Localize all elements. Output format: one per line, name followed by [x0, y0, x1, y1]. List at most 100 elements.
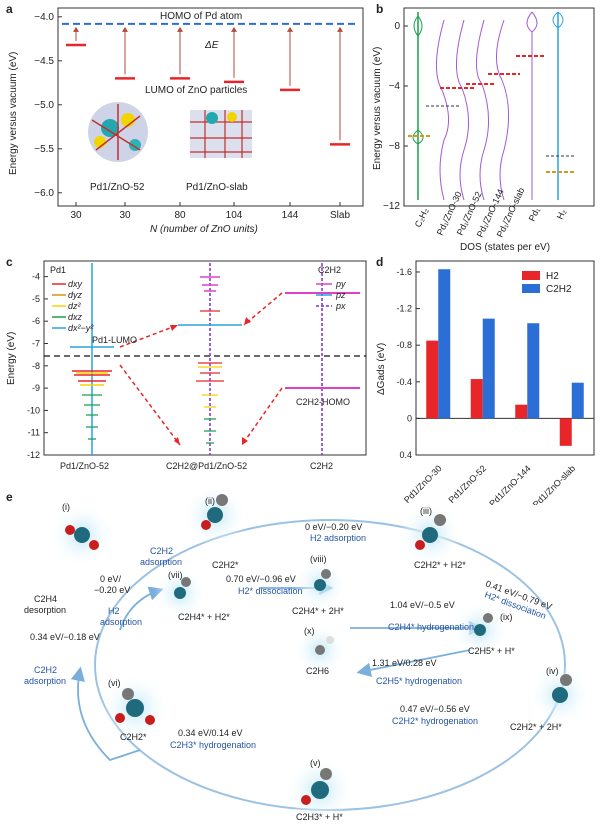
delta-e-arrowhead: [73, 26, 79, 32]
panel-a-yticks: −4.0−4.5−5.0−5.5−6.0: [34, 12, 62, 199]
d-legend-label: H2: [546, 271, 559, 282]
svg-text:0.47 eV/−0.56 eV: 0.47 eV/−0.56 eV: [400, 704, 470, 714]
c-arrowheads: [170, 317, 251, 445]
svg-text:H2 adsorption: H2 adsorption: [310, 533, 366, 543]
svg-text:C2H2: C2H2: [150, 546, 173, 556]
step-i: (i): [62, 502, 70, 512]
c-legend-right: C2H2 py pz px: [316, 265, 346, 311]
svg-text:C2H2* hydrogenation: C2H2* hydrogenation: [392, 716, 478, 726]
d-ytick-label: -0.8: [396, 340, 412, 350]
panel-b-chart: 0−4−8−12 C₂H₂ Pd₁/ZnO-30 Pd₁/ZnO-52 Pd₁/…: [372, 7, 595, 253]
svg-text:Pd1: Pd1: [50, 265, 66, 275]
c-ytick-label: -8: [32, 361, 40, 371]
d-bar-C2H2: [482, 318, 495, 419]
panel-c-chart: -4-5-6-7-8-9-10-11-12 Pd1: [6, 260, 367, 471]
dos-c2h2: [412, 12, 424, 200]
a-xtick-label: 104: [226, 210, 243, 221]
step-ix: (ix): [500, 612, 513, 622]
svg-text:dyz: dyz: [68, 290, 83, 300]
panel-a-frame: [57, 7, 364, 207]
svg-text:dz²: dz²: [68, 301, 82, 311]
svg-text:adsorption: adsorption: [140, 557, 182, 567]
a-ytick-label: −5.5: [34, 144, 54, 155]
d-ytick-label: -0.4: [396, 377, 412, 387]
panel-b-ylabel: Energy versus vacuum (eV): [372, 47, 383, 170]
dos-h2: [552, 11, 564, 200]
svg-text:C2H2*: C2H2*: [212, 560, 239, 570]
panel-a-ylabel: Energy versus vacuum (eV): [8, 52, 19, 175]
d-bar-C2H2: [527, 323, 540, 419]
svg-text:C2H5* hydrogenation: C2H5* hydrogenation: [376, 676, 462, 686]
svg-text:0.34 eV/−0.18 eV: 0.34 eV/−0.18 eV: [30, 632, 100, 642]
panel-c-ylabel: Energy (eV): [6, 332, 17, 385]
d-legend-swatch: [522, 271, 540, 280]
svg-text:H2: H2: [108, 606, 120, 616]
panel-d-bars: [416, 269, 594, 446]
step-v: (v): [310, 758, 321, 768]
panel-e-label: e: [6, 490, 13, 504]
b-ytick-label: 0: [394, 21, 400, 32]
b-ytick-label: −8: [389, 141, 401, 152]
step-x: (x): [304, 626, 315, 636]
panel-d-ylabel: ΔGads (eV): [376, 343, 387, 395]
zno-52-structure: [88, 102, 148, 162]
homo-text: HOMO of Pd atom: [160, 11, 242, 22]
svg-text:C2H4* + H2*: C2H4* + H2*: [178, 612, 230, 622]
svg-text:C2H2: C2H2: [34, 665, 57, 675]
c-pd-lumo: Pd1-LUMO: [92, 335, 137, 345]
b-ytick-label: −12: [383, 201, 400, 212]
svg-text:1.31 eV/0.28 eV: 1.31 eV/0.28 eV: [372, 658, 437, 668]
d-legend-label: C2H2: [546, 284, 572, 295]
c-arrows: [119, 292, 283, 446]
step-ii: (ii): [205, 496, 215, 506]
d-ytick-label: -1.2: [396, 304, 412, 314]
panel-c-frame: [43, 260, 367, 456]
caption-zno52: Pd1/ZnO-52: [90, 182, 145, 193]
c-x-label-1: Pd1/ZnO-52: [60, 461, 109, 471]
b-x-h2: H₂: [555, 207, 569, 221]
svg-text:adsorption: adsorption: [100, 617, 142, 627]
d-bar-C2H2: [438, 269, 451, 419]
panel-a-xlabel: N (number of ZnO units): [150, 224, 258, 235]
svg-text:C2H2*: C2H2*: [120, 732, 147, 742]
step-viii: (viii): [310, 554, 327, 564]
svg-text:0 eV/: 0 eV/: [100, 574, 122, 584]
lumo-text: LUMO of ZnO particles: [145, 85, 247, 96]
c-col-pd-zno: [70, 263, 114, 455]
d-ytick-label: -1.6: [396, 267, 412, 277]
b-ytick-label: −4: [389, 81, 401, 92]
d-bar-H2: [515, 404, 528, 419]
b-x-c2h2: C₂H₂: [413, 206, 431, 229]
panel-e-diagram: (i) (ii) (iii) (viii) (vii) (ix) (x) (iv…: [24, 490, 590, 824]
svg-text:C2H5* + H*: C2H5* + H*: [468, 646, 515, 656]
svg-text:dx²−y²: dx²−y²: [68, 323, 94, 333]
c-ytick-label: -9: [32, 383, 40, 393]
d-bar-C2H2: [571, 382, 584, 419]
svg-text:C2H4: C2H4: [34, 594, 57, 604]
c-ytick-label: -4: [32, 272, 40, 282]
svg-text:H2* dissociation: H2* dissociation: [238, 586, 303, 596]
svg-text:C2H2: C2H2: [318, 265, 341, 275]
c-col-c2h2-pd-zno: [178, 263, 242, 455]
svg-text:pz: pz: [335, 290, 346, 300]
svg-text:C2H3* + H*: C2H3* + H*: [296, 812, 343, 822]
c-ytick-label: -7: [32, 339, 40, 349]
svg-text:py: py: [335, 279, 346, 289]
a-xtick-label: 30: [70, 210, 82, 221]
delta-e-arrowhead: [337, 26, 343, 32]
panel-b-xlabel: DOS (states per eV): [460, 242, 550, 253]
c-ytick-label: -11: [28, 428, 40, 438]
svg-text:1.04 eV/−0.5 eV: 1.04 eV/−0.5 eV: [390, 600, 455, 610]
d-bar-H2: [470, 379, 483, 419]
panel-b-label: b: [376, 2, 384, 16]
c-ytick-label: -5: [32, 294, 40, 304]
d-bar-H2: [426, 340, 439, 419]
c-x-label-2: C2H2@Pd1/ZnO-52: [166, 461, 247, 471]
delta-e-arrowhead: [177, 26, 183, 32]
d-ytick-label: 0.4: [399, 450, 412, 460]
delta-e-text: ΔE: [204, 40, 219, 51]
svg-text:px: px: [335, 301, 346, 311]
